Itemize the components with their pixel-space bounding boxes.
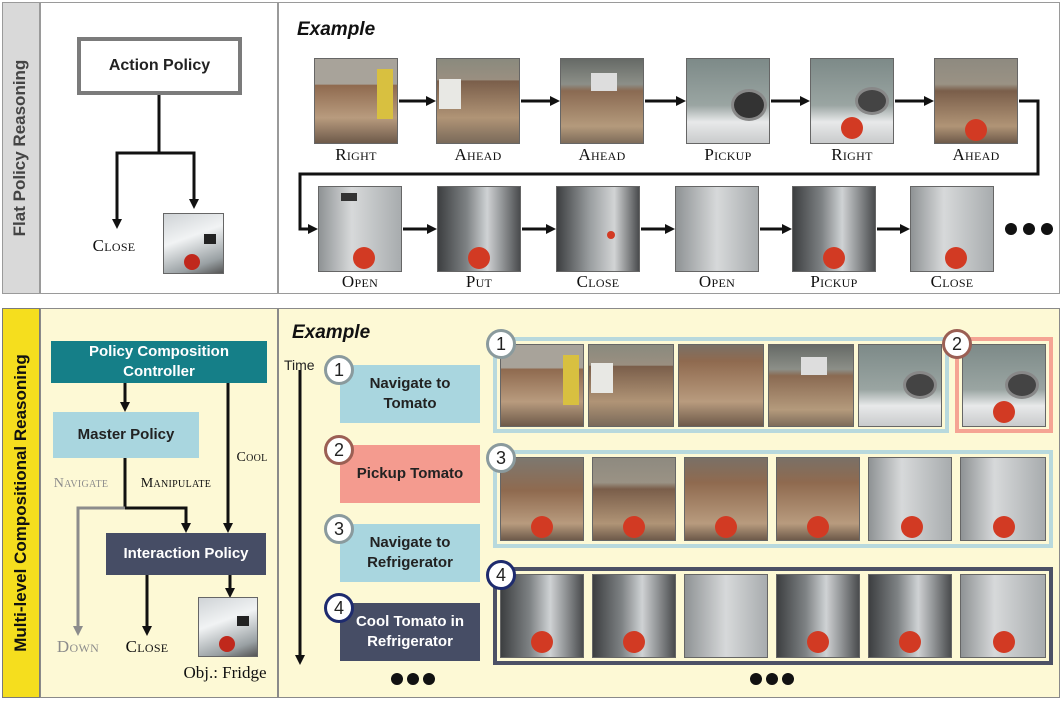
strip-frame: [768, 344, 854, 427]
interaction-policy-box: Interaction Policy: [106, 533, 266, 575]
strip-frame: [858, 344, 942, 427]
flat-action-label: Close: [576, 272, 620, 291]
flat-action-label: Ahead: [952, 145, 1000, 164]
ellipsis-dot: [423, 673, 435, 685]
ellipsis-dot: [1023, 223, 1035, 235]
flat-side-bar: [2, 2, 40, 294]
multi-policy-arrows: [73, 383, 235, 636]
time-label: Time: [284, 357, 315, 373]
strip-frame: [962, 344, 1046, 427]
flat-action-label: Right: [831, 145, 873, 164]
strip-frame: [776, 457, 860, 541]
flat-sequence-arrows: [298, 96, 1040, 234]
action-policy-box: Action Policy: [77, 37, 242, 95]
strip-frame: [678, 344, 764, 427]
flat-policy-arrows: [112, 95, 199, 229]
strip-frame: [592, 457, 676, 541]
sequence-wrap-arrow: [298, 99, 1040, 234]
fridge-thumbnail: [163, 213, 224, 274]
controller-box: Policy Composition Controller: [51, 341, 267, 383]
flat-action-label: Ahead: [578, 145, 626, 164]
strip-frame: [868, 457, 952, 541]
cool-label: Cool: [236, 450, 268, 465]
flat-action-label: Put: [465, 272, 493, 291]
subgoal-number-badge: 2: [324, 435, 354, 465]
close-label: Close: [125, 637, 169, 656]
subgoal-number-badge: 4: [324, 593, 354, 623]
ellipsis-dot: [766, 673, 778, 685]
master-policy-box: Master Policy: [53, 412, 199, 458]
flat-action-label: Ahead: [454, 145, 502, 164]
flat-frame-3: [560, 58, 644, 144]
navigate-label: Navigate: [53, 476, 109, 491]
flat-action-label: Right: [335, 145, 377, 164]
flat-action-label: Pickup: [810, 272, 858, 291]
ellipsis-dot: [1041, 223, 1053, 235]
fridge-thumbnail: [198, 597, 258, 657]
strip-frame: [684, 574, 768, 658]
ellipsis-dot: [391, 673, 403, 685]
multi-example-label: Example: [292, 322, 371, 343]
strip-frame: [868, 574, 952, 658]
strip-frame: [500, 457, 584, 541]
flat-action-label: Close: [930, 272, 974, 291]
ellipsis-dot: [782, 673, 794, 685]
flat-frame-9: [556, 186, 640, 272]
strip-frame: [588, 344, 674, 427]
strip-number-badge: 2: [942, 329, 972, 359]
flat-tree-edge: [112, 95, 161, 229]
flat-frame-10: [675, 186, 759, 272]
subgoal-navigate-tomato: Navigate to Tomato: [340, 365, 480, 423]
strip-frame: [500, 344, 584, 427]
strip-frame: [776, 574, 860, 658]
flat-example-label: Example: [297, 19, 376, 40]
frame-strip-4: [493, 567, 1053, 665]
flat-frame-8: [437, 186, 521, 272]
flat-close-label: Close: [92, 236, 136, 255]
flat-frame-11: [792, 186, 876, 272]
strip-frame: [592, 574, 676, 658]
policy-edge: [123, 458, 191, 533]
flat-action-label: Pickup: [704, 145, 752, 164]
flat-frame-4: [686, 58, 770, 144]
flat-action-label: Open: [698, 272, 736, 291]
flat-frame-12: [910, 186, 994, 272]
flat-frame-6: [934, 58, 1018, 144]
policy-edge-navigate: [73, 506, 125, 636]
subgoal-pickup-tomato: Pickup Tomato: [340, 445, 480, 503]
ellipsis-dot: [750, 673, 762, 685]
flat-frame-1: [314, 58, 398, 144]
time-axis: [295, 370, 305, 665]
strip-frame: [960, 574, 1046, 658]
subgoal-number-badge: 3: [324, 514, 354, 544]
frame-strip-3: [493, 450, 1053, 548]
subgoal-cool-tomato: Cool Tomato in Refrigerator: [340, 603, 480, 661]
object-label: Obj.: Fridge: [183, 663, 267, 682]
flat-tree-edge: [159, 151, 199, 209]
down-label: Down: [56, 637, 100, 656]
ellipsis-dot: [407, 673, 419, 685]
strip-number-badge: 1: [486, 329, 516, 359]
flat-frame-2: [436, 58, 520, 144]
flat-action-label: Open: [341, 272, 379, 291]
strip-number-badge: 3: [486, 443, 516, 473]
flat-frame-7: [318, 186, 402, 272]
multi-side-bar: [2, 308, 40, 698]
strip-number-badge: 4: [486, 560, 516, 590]
subgoal-number-badge: 1: [324, 355, 354, 385]
strip-frame: [684, 457, 768, 541]
manipulate-label: Manipulate: [140, 476, 212, 491]
ellipsis-dot: [1005, 223, 1017, 235]
flat-frame-5: [810, 58, 894, 144]
strip-frame: [960, 457, 1046, 541]
strip-frame: [500, 574, 584, 658]
subgoal-navigate-fridge: Navigate to Refrigerator: [340, 524, 480, 582]
